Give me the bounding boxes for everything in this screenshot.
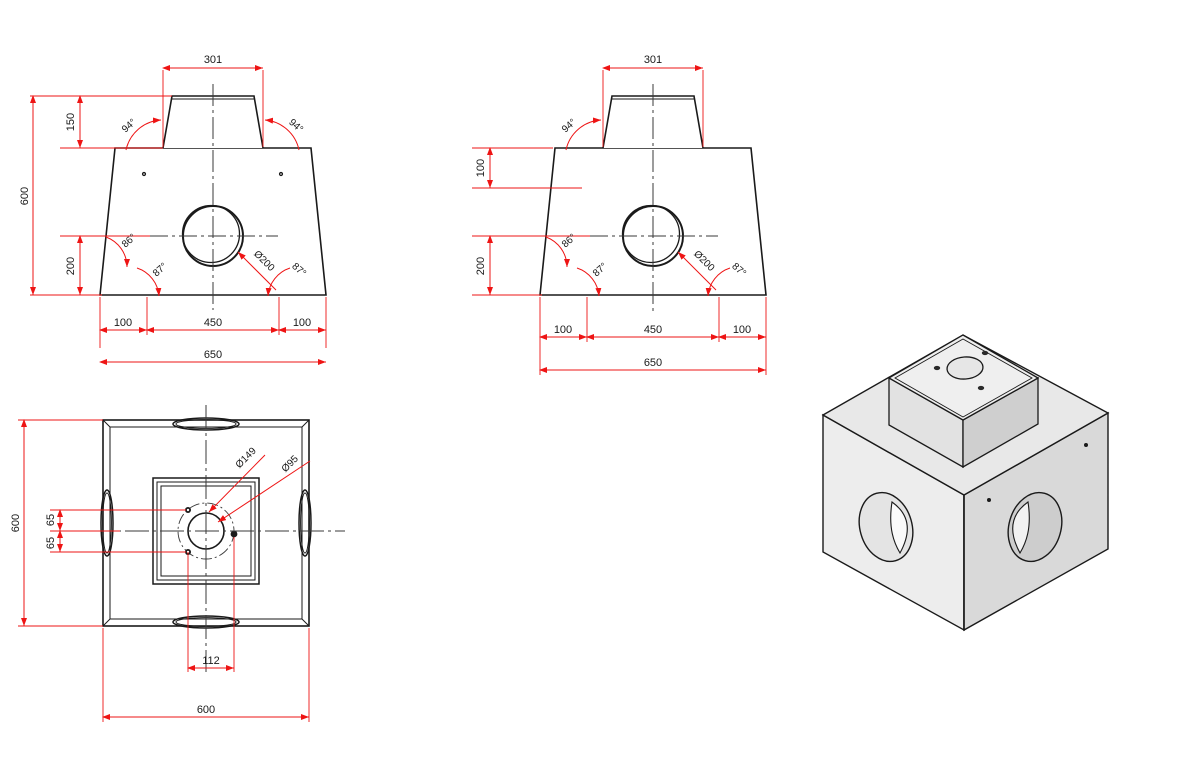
dim-label-100-left: 100 bbox=[554, 324, 572, 336]
angle-arc-86 bbox=[105, 236, 130, 268]
dim-label-200: 200 bbox=[475, 257, 487, 275]
dim-plan-65: 65 65 bbox=[45, 509, 186, 553]
plan-hole-ellipse-left bbox=[100, 489, 114, 557]
angle-arc-87-left bbox=[136, 267, 162, 297]
leader-line bbox=[208, 454, 266, 513]
plan-hole-ellipse-right-inner bbox=[300, 492, 310, 554]
dim-side-chain: 100 450 100 bbox=[539, 297, 767, 375]
dim-label-100v: 100 bbox=[475, 159, 487, 177]
view-side-elevation: 301 100 200 100 450 100 bbox=[472, 54, 767, 375]
dim-label-200: 200 bbox=[65, 257, 77, 275]
front-fixing-dot-right-bore bbox=[280, 173, 282, 175]
angle-arc-87-left bbox=[576, 267, 602, 297]
iso-boss-center-hole bbox=[946, 356, 984, 380]
dim-label-301: 301 bbox=[204, 54, 222, 66]
dim-plan-112: 112 bbox=[187, 537, 235, 672]
angle-arc-94-left bbox=[125, 117, 162, 151]
dim-front-650: 650 bbox=[99, 349, 326, 365]
dim-label-100-right: 100 bbox=[733, 324, 751, 336]
iso-bolt-hole-1 bbox=[933, 365, 941, 371]
plan-corner-tl bbox=[102, 419, 111, 428]
view-plan: 600 65 65 112 600 Ø149 bbox=[10, 405, 345, 722]
dim-front-150: 150 bbox=[60, 95, 172, 149]
angle-arc-94-left bbox=[565, 117, 602, 151]
dim-side-200: 200 bbox=[472, 235, 590, 296]
view-front-elevation: 301 600 150 200 bbox=[19, 54, 327, 365]
iso-hole-right-bore-shading bbox=[1012, 501, 1030, 555]
dim-label-100-right: 100 bbox=[293, 317, 311, 329]
dim-front-chain: 100 450 100 bbox=[99, 297, 327, 348]
plan-hole-ellipse-left-inner bbox=[102, 492, 112, 554]
front-fixing-dot-left-bore bbox=[143, 173, 145, 175]
dim-label-650: 650 bbox=[204, 349, 222, 361]
dim-label-301: 301 bbox=[644, 54, 662, 66]
side-through-hole-inner bbox=[621, 204, 681, 264]
plan-bolt-hole-1-bore bbox=[186, 508, 190, 512]
dim-label-600v: 600 bbox=[10, 514, 22, 532]
dim-side-301: 301 bbox=[602, 54, 704, 147]
iso-fixing-dot-center bbox=[987, 498, 991, 502]
dim-plan-600h: 600 bbox=[102, 628, 310, 722]
iso-hole-left-bore-shading bbox=[890, 501, 908, 555]
leader-line bbox=[677, 251, 717, 291]
dim-side-650: 650 bbox=[539, 357, 766, 373]
front-through-hole-inner bbox=[181, 204, 241, 264]
leader-line bbox=[237, 251, 277, 291]
angle-arc-87-right bbox=[705, 267, 731, 297]
dim-label-112: 112 bbox=[202, 655, 220, 667]
angle-arc-87-right bbox=[265, 267, 291, 297]
dim-front-301: 301 bbox=[162, 54, 264, 147]
angle-arc-86 bbox=[545, 236, 570, 268]
plan-corner-br bbox=[301, 618, 310, 627]
plan-corner-bl bbox=[102, 618, 111, 627]
plan-corner-tr bbox=[301, 419, 310, 428]
dim-label-150: 150 bbox=[65, 113, 77, 131]
iso-bolt-hole-3 bbox=[977, 385, 985, 391]
dim-label-650: 650 bbox=[644, 357, 662, 369]
iso-fixing-dot-right bbox=[1084, 443, 1088, 447]
leader-line bbox=[217, 460, 311, 523]
iso-bolt-hole-2 bbox=[981, 350, 989, 356]
plan-hole-ellipse-right bbox=[298, 489, 312, 557]
dim-label-100-left: 100 bbox=[114, 317, 132, 329]
dim-label-65-lower: 65 bbox=[45, 537, 57, 549]
dim-label-450: 450 bbox=[204, 317, 222, 329]
dim-label-450: 450 bbox=[644, 324, 662, 336]
dim-plan-600v: 600 bbox=[10, 419, 103, 627]
iso-boss-top-rim bbox=[894, 338, 1033, 418]
dim-side-100v: 100 bbox=[472, 147, 582, 189]
dim-label-65-upper: 65 bbox=[45, 514, 57, 526]
dim-label-600h: 600 bbox=[197, 704, 215, 716]
plan-bolt-hole-3 bbox=[230, 530, 238, 538]
dim-label-600: 600 bbox=[19, 187, 31, 205]
view-isometric bbox=[821, 334, 1110, 632]
angle-arc-94-right bbox=[264, 117, 300, 151]
dim-front-200: 200 bbox=[60, 235, 150, 296]
